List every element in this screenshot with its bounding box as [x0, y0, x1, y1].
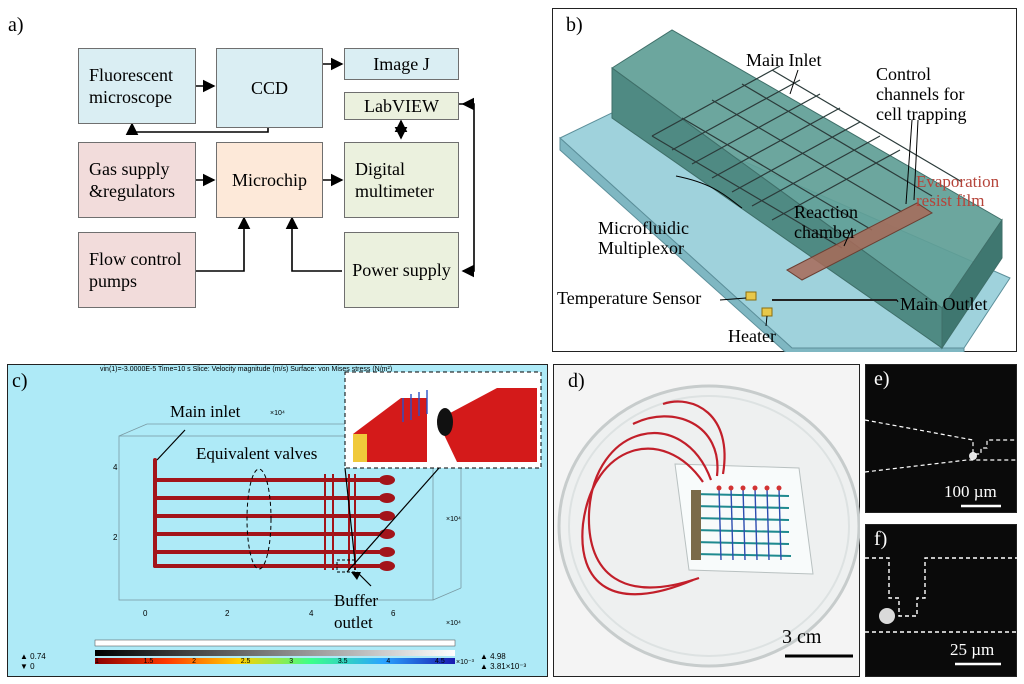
label-temperature-sensor: Temperature Sensor	[557, 288, 702, 308]
axis-unit-top: ×10⁴	[270, 410, 285, 417]
scale-right-bottom: ▲ 3.81×10⁻³	[480, 662, 527, 671]
panel-e-frame	[865, 364, 1017, 513]
box-flow-control-pumps: Flow control pumps	[78, 232, 196, 308]
label-equivalent-valves: Equivalent valves	[196, 444, 318, 463]
label-main-inlet-c: Main inlet	[170, 402, 241, 421]
box-labview: LabVIEW	[344, 92, 459, 120]
colorbar-unit: ×10⁻³	[456, 659, 474, 666]
colorbar-tick-labels: 1 1.5 2 2.5 3 3.5 4 4.5	[95, 658, 455, 668]
scale-left-bottom: ▼ 0	[20, 662, 35, 671]
label-heater: Heater	[728, 326, 776, 346]
x-tick-4: 4	[309, 609, 314, 618]
panel-c-label: c)	[12, 370, 28, 392]
panel-f-frame	[865, 524, 1017, 677]
panel-a-arrows	[125, 57, 475, 278]
x-tick-0: 0	[143, 609, 148, 618]
y-tick-4: 4	[113, 463, 118, 472]
label-main-outlet: Main Outlet	[900, 294, 988, 314]
label-buffer-outlet: Buffer outlet	[334, 591, 379, 632]
panel-f-label: f)	[874, 528, 888, 550]
panel-e-label: e)	[874, 368, 890, 390]
panel-b-label: b)	[566, 14, 583, 36]
box-imagej: Image J	[344, 48, 459, 80]
scale-bar-25um: 25 µm	[950, 640, 995, 659]
axis-unit-bottom: ×10⁴	[446, 620, 461, 627]
label-evaporation-film: Evaporation resist film	[916, 172, 1000, 210]
x-tick-6: 6	[391, 609, 396, 618]
colorbar-tick: 3.5	[337, 658, 348, 665]
colorbar-tick: 4	[386, 658, 391, 665]
y-tick-2: 2	[113, 533, 118, 542]
panel-e-micrograph	[865, 419, 1017, 508]
sim-header: vin(1)=-3.0000E-5 Time=10 s Slice: Veloc…	[100, 366, 393, 373]
scale-bar-3cm: 3 cm	[782, 626, 822, 648]
scale-right-top: ▲ 4.98	[480, 652, 506, 661]
box-fluorescent-microscope: Fluorescent microscope	[78, 48, 196, 124]
colorbar-tick: 2	[192, 658, 197, 665]
panel-c-simulation: 0 2 4 6 2 4	[94, 371, 542, 664]
box-digital-multimeter: Digital multimeter	[344, 142, 459, 218]
panel-d-label: d)	[568, 370, 585, 392]
label-main-inlet-b: Main Inlet	[746, 50, 822, 70]
box-microchip: Microchip	[216, 142, 323, 218]
colorbar-tick: 3	[289, 658, 294, 665]
scale-bar-100um: 100 µm	[944, 482, 997, 501]
axis-unit-right: ×10⁴	[446, 516, 461, 523]
box-power-supply: Power supply	[344, 232, 459, 308]
panel-d-device-photo	[557, 384, 860, 668]
label-control-channels: Control channels for cell trapping	[876, 64, 967, 124]
panel-a-label: a)	[8, 14, 24, 36]
colorbar-tick: 2.5	[240, 658, 251, 665]
panel-b-chip-illustration	[559, 29, 1011, 352]
colorbar-tick: 4.5	[435, 658, 445, 665]
colorbar-tick: 1.5	[143, 658, 154, 665]
x-tick-2: 2	[225, 609, 230, 618]
colorbar-tick: 1	[95, 658, 99, 665]
label-microfluidic-multiplexor: Microfluidic Multiplexor	[598, 218, 689, 258]
box-gas-supply: Gas supply &regulators	[78, 142, 196, 218]
scale-left-top: ▲ 0.74	[20, 652, 46, 661]
panel-f-micrograph	[865, 557, 1017, 666]
label-reaction-chamber: Reaction chamber	[794, 202, 858, 242]
box-ccd: CCD	[216, 48, 323, 128]
